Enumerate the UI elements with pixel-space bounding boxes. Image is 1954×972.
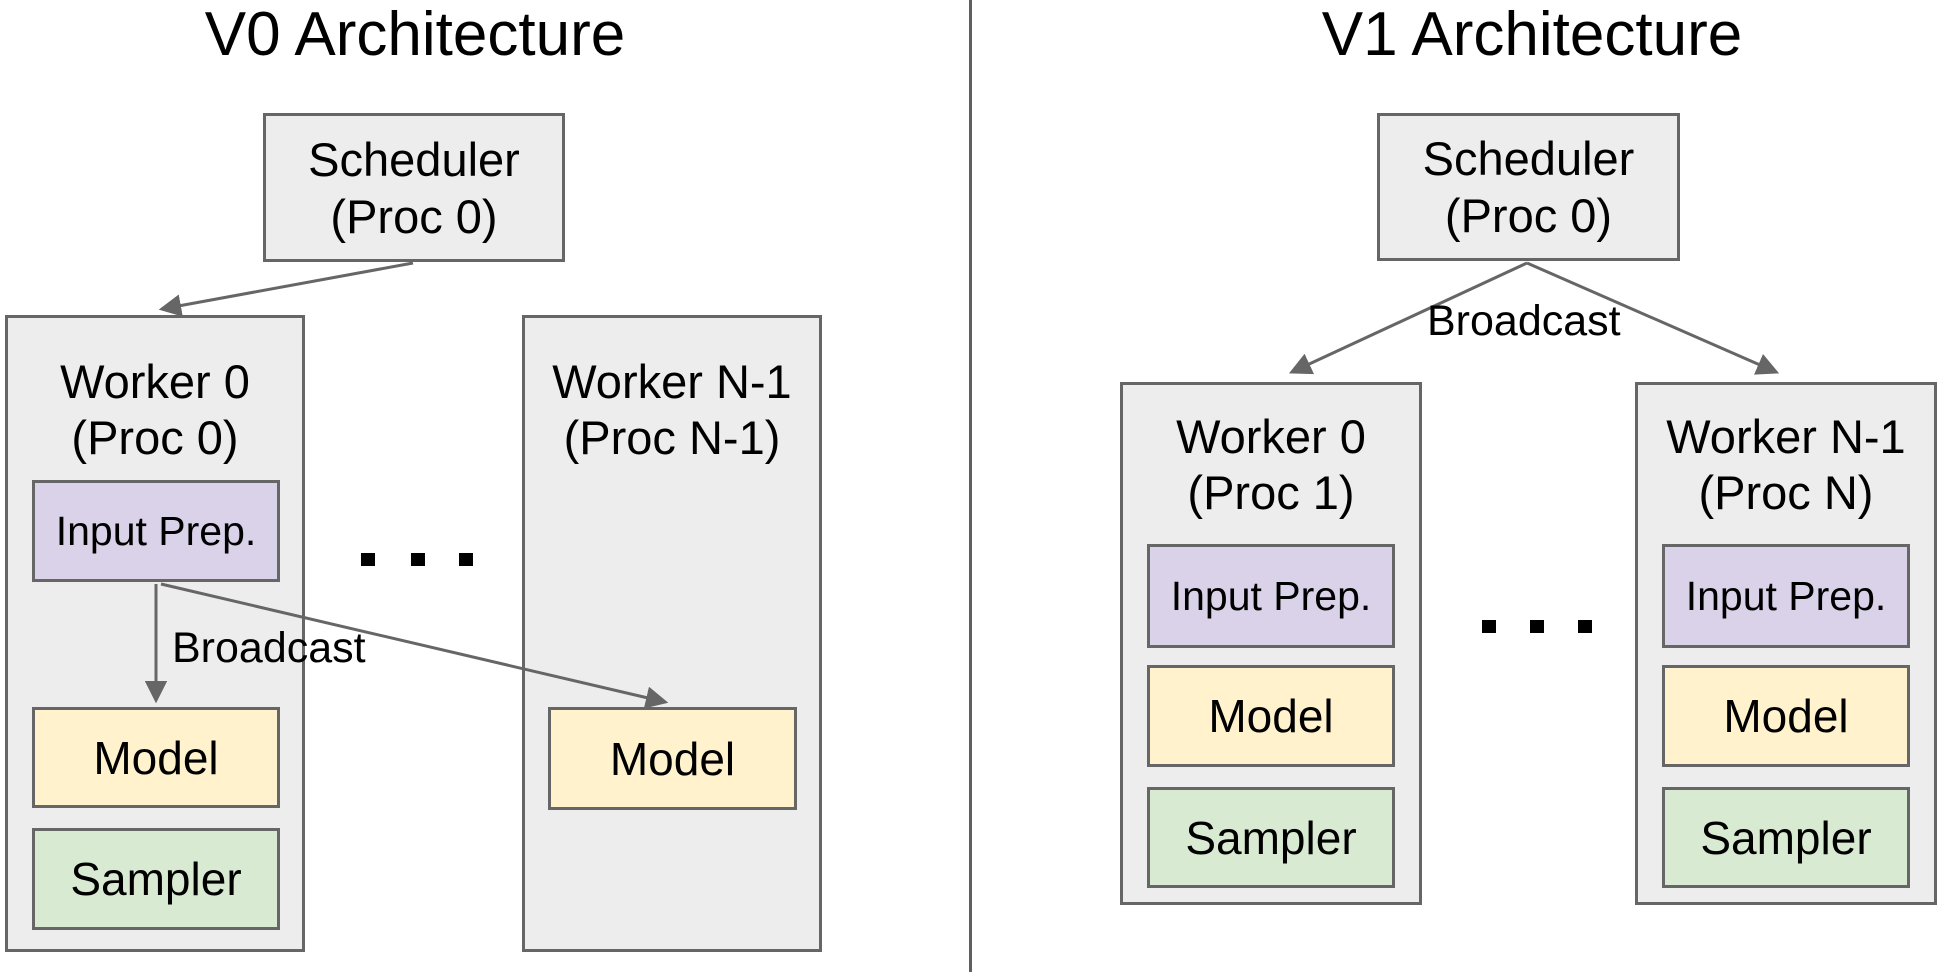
ellipsis-dot: [459, 553, 473, 566]
v0-workerN-box: Worker N-1 (Proc N-1): [522, 315, 822, 952]
v1-scheduler-box: Scheduler (Proc 0): [1377, 113, 1680, 261]
ellipsis-dot: [361, 553, 375, 566]
ellipsis-dot: [411, 553, 425, 566]
v0-worker0-model-box: Model: [32, 707, 280, 808]
v1-scheduler-label-line2: (Proc 0): [1444, 189, 1613, 242]
v1-workerN-model-box: Model: [1662, 665, 1910, 767]
panel-divider-line: [969, 0, 972, 972]
v0-scheduler-to-worker0-arrow: [158, 261, 414, 317]
v1-workerN-input-prep-box: Input Prep.: [1662, 544, 1910, 648]
v1-scheduler-label-line1: Scheduler: [1422, 132, 1635, 185]
v1-workerN-label: Worker N-1 (Proc N): [1666, 410, 1906, 519]
v1-worker0-input-prep-box: Input Prep.: [1147, 544, 1395, 648]
v1-worker0-label: Worker 0 (Proc 1): [1176, 410, 1366, 519]
ellipsis-dot: [1530, 620, 1544, 633]
ellipsis-dot: [1578, 620, 1592, 633]
v0-worker0-label: Worker 0 (Proc 0): [60, 355, 250, 464]
v1-worker0-sampler-box: Sampler: [1147, 787, 1395, 888]
v0-title: V0 Architecture: [204, 0, 626, 69]
v0-scheduler-box: Scheduler (Proc 0): [263, 113, 565, 262]
v1-broadcast-label: Broadcast: [1427, 297, 1621, 345]
v1-workerN-sampler-box: Sampler: [1662, 787, 1910, 888]
v1-title: V1 Architecture: [1321, 0, 1743, 69]
v0-input-prep-box: Input Prep.: [32, 480, 280, 582]
ellipsis-dot: [1482, 620, 1496, 633]
v0-sampler-box: Sampler: [32, 828, 280, 930]
v0-workerN-label: Worker N-1 (Proc N-1): [552, 355, 792, 464]
v0-scheduler-label-line2: (Proc 0): [330, 189, 498, 243]
v0-broadcast-label: Broadcast: [172, 624, 366, 672]
v0-scheduler-label-line1: Scheduler: [308, 132, 520, 186]
v0-workerN-model-box: Model: [548, 707, 797, 810]
v1-worker0-model-box: Model: [1147, 665, 1395, 767]
